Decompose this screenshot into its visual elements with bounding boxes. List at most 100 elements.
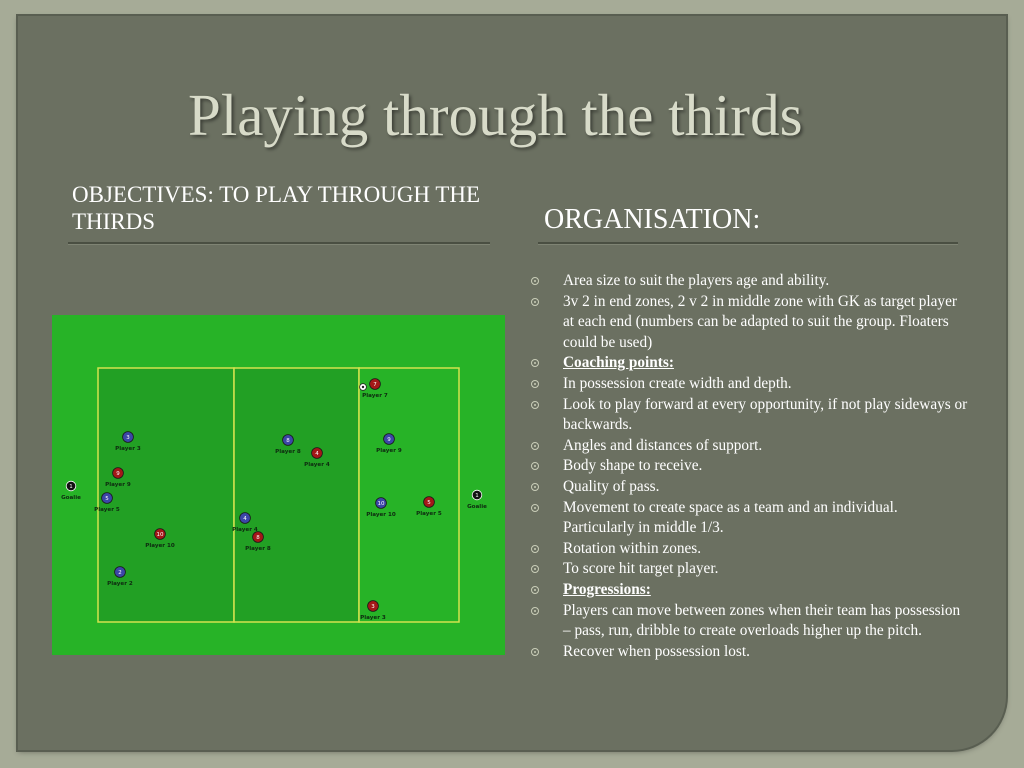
blue-player-icon (239, 512, 251, 524)
bullet-icon (531, 400, 539, 409)
bullet-heading: Progressions: (563, 580, 651, 598)
bullet-icon (531, 379, 539, 388)
player-label: Player 3 (360, 615, 386, 621)
player-number: 3 (371, 604, 375, 610)
player-label: Player 10 (145, 543, 175, 549)
player-number: 8 (286, 438, 290, 444)
bullet-text: Players can move between zones when thei… (563, 601, 961, 640)
red-player-icon (423, 496, 435, 508)
bullet-icon (531, 585, 539, 594)
player-label: Player 4 (232, 527, 258, 533)
red-player-icon (112, 467, 124, 479)
player-label: Player 3 (115, 446, 141, 452)
bullet-icon (531, 441, 539, 450)
bullet-text: In possession create width and depth. (563, 374, 792, 392)
player-label: Player 4 (304, 462, 330, 468)
player-number: 2 (118, 570, 122, 576)
goalie-player-icon (65, 480, 77, 492)
blue-player-icon (122, 431, 134, 443)
ball-icon (359, 383, 367, 391)
bullet-heading: Coaching points: (563, 354, 674, 372)
organisation-divider (538, 242, 958, 245)
bullet-text: To score hit target player. (563, 560, 719, 578)
bullet-icon (531, 503, 539, 512)
bullet-icon (531, 359, 539, 368)
bullet-icon (531, 647, 539, 656)
player-number: 3 (126, 435, 130, 441)
organisation-heading: ORGANISATION: (544, 204, 761, 235)
zone-defensive (97, 367, 235, 623)
bullet-text: Rotation within zones. (563, 539, 702, 557)
blue-player-icon (114, 566, 126, 578)
red-player-icon (367, 600, 379, 612)
player-label: Goalie (61, 495, 81, 501)
bullet-text: Quality of pass. (563, 477, 660, 495)
bullet-text: Recover when possession lost. (563, 642, 750, 660)
blue-player-icon (383, 433, 395, 445)
zone-middle (233, 367, 360, 623)
player-label: Player 8 (275, 449, 301, 455)
player-number: 8 (256, 535, 260, 541)
blue-player-icon (101, 492, 113, 504)
blue-player-icon (282, 434, 294, 446)
player-label: Player 9 (376, 448, 402, 454)
bullet-item: Progressions: (531, 580, 971, 601)
player-number: 1 (69, 484, 73, 490)
player-number: 9 (116, 471, 120, 477)
bullet-item: 3v 2 in end zones, 2 v 2 in middle zone … (531, 292, 971, 354)
player-number: 5 (105, 496, 109, 502)
red-player-icon (154, 528, 166, 540)
blue-player-icon (375, 497, 387, 509)
red-player-icon (311, 447, 323, 459)
player-number: 10 (378, 501, 385, 507)
player-label: Player 5 (94, 507, 120, 513)
bullet-icon (531, 544, 539, 553)
objectives-heading: OBJECTIVES: TO PLAY THROUGH THE THIRDS (72, 182, 481, 234)
player-label: Player 5 (416, 511, 442, 517)
bullet-item: Body shape to receive. (531, 456, 971, 477)
bullet-icon (531, 606, 539, 615)
bullet-icon (531, 565, 539, 574)
bullet-text: Angles and distances of support. (563, 436, 763, 454)
bullet-item: Quality of pass. (531, 477, 971, 498)
player-label: Goalie (467, 504, 487, 510)
player-number: 10 (157, 532, 164, 538)
bullet-icon (531, 277, 539, 285)
bullet-text: Look to play forward at every opportunit… (563, 395, 968, 434)
player-label: Player 8 (245, 546, 271, 552)
player-label: Player 7 (362, 393, 388, 399)
bullet-item: Coaching points: (531, 353, 971, 374)
player-label: Player 9 (105, 482, 131, 488)
player-number: 4 (315, 451, 319, 457)
bullet-item: Players can move between zones when thei… (531, 601, 971, 642)
bullet-icon (531, 297, 539, 306)
objectives-divider (68, 242, 490, 245)
player-label: Player 10 (366, 512, 396, 518)
bullet-item: To score hit target player. (531, 559, 971, 580)
bullet-text: Area size to suit the players age and ab… (563, 272, 830, 289)
bullet-item: Rotation within zones. (531, 539, 971, 560)
bullet-icon (531, 482, 539, 491)
red-player-icon (369, 378, 381, 390)
bullet-text: 3v 2 in end zones, 2 v 2 in middle zone … (563, 292, 957, 351)
bullet-item: Movement to create space as a team and a… (531, 498, 971, 539)
player-number: 5 (427, 500, 431, 506)
player-number: 1 (475, 493, 479, 499)
bullet-item: Angles and distances of support. (531, 436, 971, 457)
bullet-item: Recover when possession lost. (531, 642, 971, 663)
bullet-item: Area size to suit the players age and ab… (531, 271, 971, 292)
bullet-item: In possession create width and depth. (531, 374, 971, 395)
